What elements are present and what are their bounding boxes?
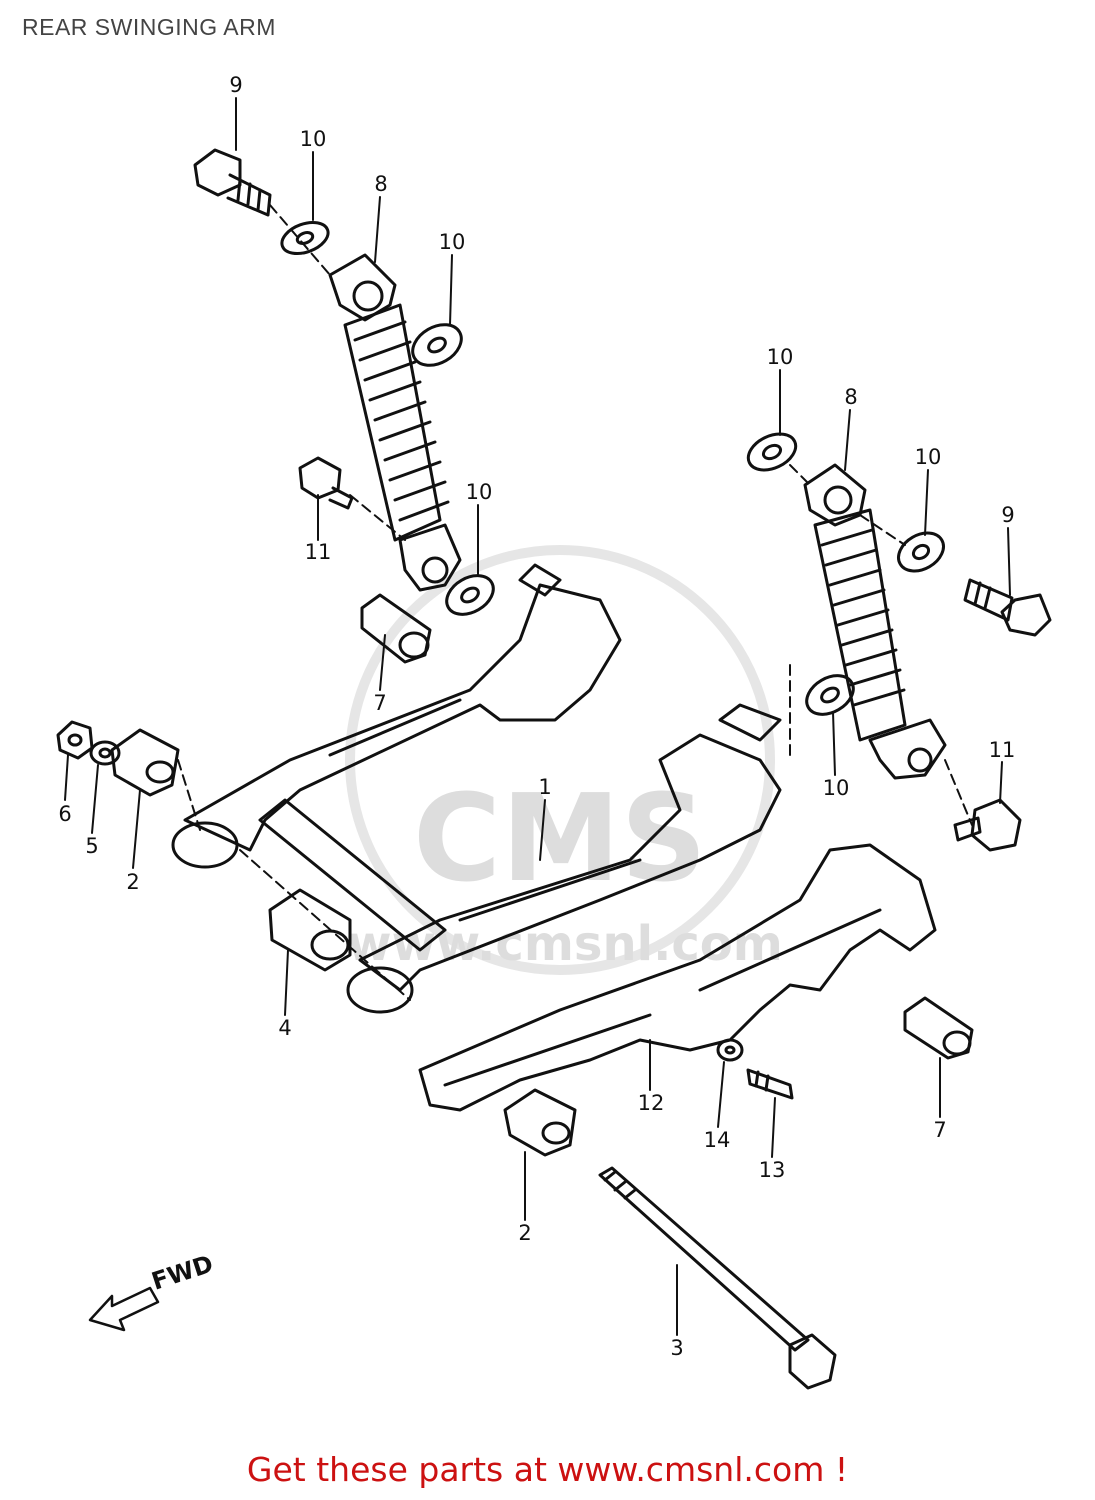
footer-promo-link[interactable]: Get these parts at www.cmsnl.com ! <box>246 1450 849 1489</box>
forward-direction-arrow: FWD <box>88 1250 217 1332</box>
bolt-13 <box>746 1068 794 1100</box>
callout-labels: 9 10 8 10 11 10 7 10 8 10 9 10 11 6 5 2 … <box>58 73 1015 1360</box>
callout-11-right: 11 <box>989 738 1016 762</box>
callout-3: 3 <box>670 1336 683 1360</box>
callout-10-mid-left: 10 <box>466 480 493 504</box>
callout-8-right: 8 <box>844 385 857 409</box>
callout-12: 12 <box>638 1091 665 1115</box>
callout-9-right: 9 <box>1001 503 1014 527</box>
callout-5: 5 <box>85 834 98 858</box>
collar-7-upper <box>360 593 432 664</box>
shock-absorber-left <box>328 253 462 592</box>
callout-7-lower: 7 <box>933 1118 946 1142</box>
callout-1: 1 <box>538 775 551 799</box>
washer-5 <box>89 740 121 766</box>
callout-10-right-low: 10 <box>823 776 850 800</box>
diagram-title: REAR SWINGING ARM <box>22 14 276 40</box>
callout-10-top: 10 <box>300 127 327 151</box>
bolt-9-right <box>963 578 1052 637</box>
leader-lines <box>64 97 1011 1336</box>
callout-11-left: 11 <box>305 540 332 564</box>
chain-case-part <box>418 843 937 1112</box>
callout-8-left: 8 <box>374 172 387 196</box>
callout-4: 4 <box>278 1016 291 1040</box>
callout-10-upper-right: 10 <box>439 230 466 254</box>
callout-10-right-mid: 10 <box>915 445 942 469</box>
callout-13: 13 <box>759 1158 786 1182</box>
assembly-lines <box>177 204 973 1001</box>
fwd-label: FWD <box>148 1250 216 1296</box>
pivot-shaft-3 <box>598 1166 837 1390</box>
callout-9-left: 9 <box>229 73 242 97</box>
watermark: CMS www.cmsnl.com <box>345 545 783 975</box>
callout-6: 6 <box>58 802 71 826</box>
swing-arm-part <box>171 563 782 1014</box>
nut-6 <box>56 720 94 760</box>
bolt-11-left <box>298 456 354 510</box>
washer-group <box>280 220 945 716</box>
callout-2-lower: 2 <box>518 1221 531 1245</box>
washer-14 <box>716 1038 744 1062</box>
callout-2-upper: 2 <box>126 870 139 894</box>
watermark-site: www.cmsnl.com <box>347 916 783 972</box>
callout-7-upper: 7 <box>373 691 386 715</box>
shock-absorber-right <box>803 463 947 780</box>
callout-14: 14 <box>704 1128 731 1152</box>
bolt-9-left <box>193 148 272 217</box>
bushing-4 <box>268 888 352 972</box>
bushing-2-upper <box>110 728 180 797</box>
bushing-2-lower <box>503 1088 577 1157</box>
callout-10-right-top: 10 <box>767 345 794 369</box>
collar-7-lower <box>903 996 974 1060</box>
